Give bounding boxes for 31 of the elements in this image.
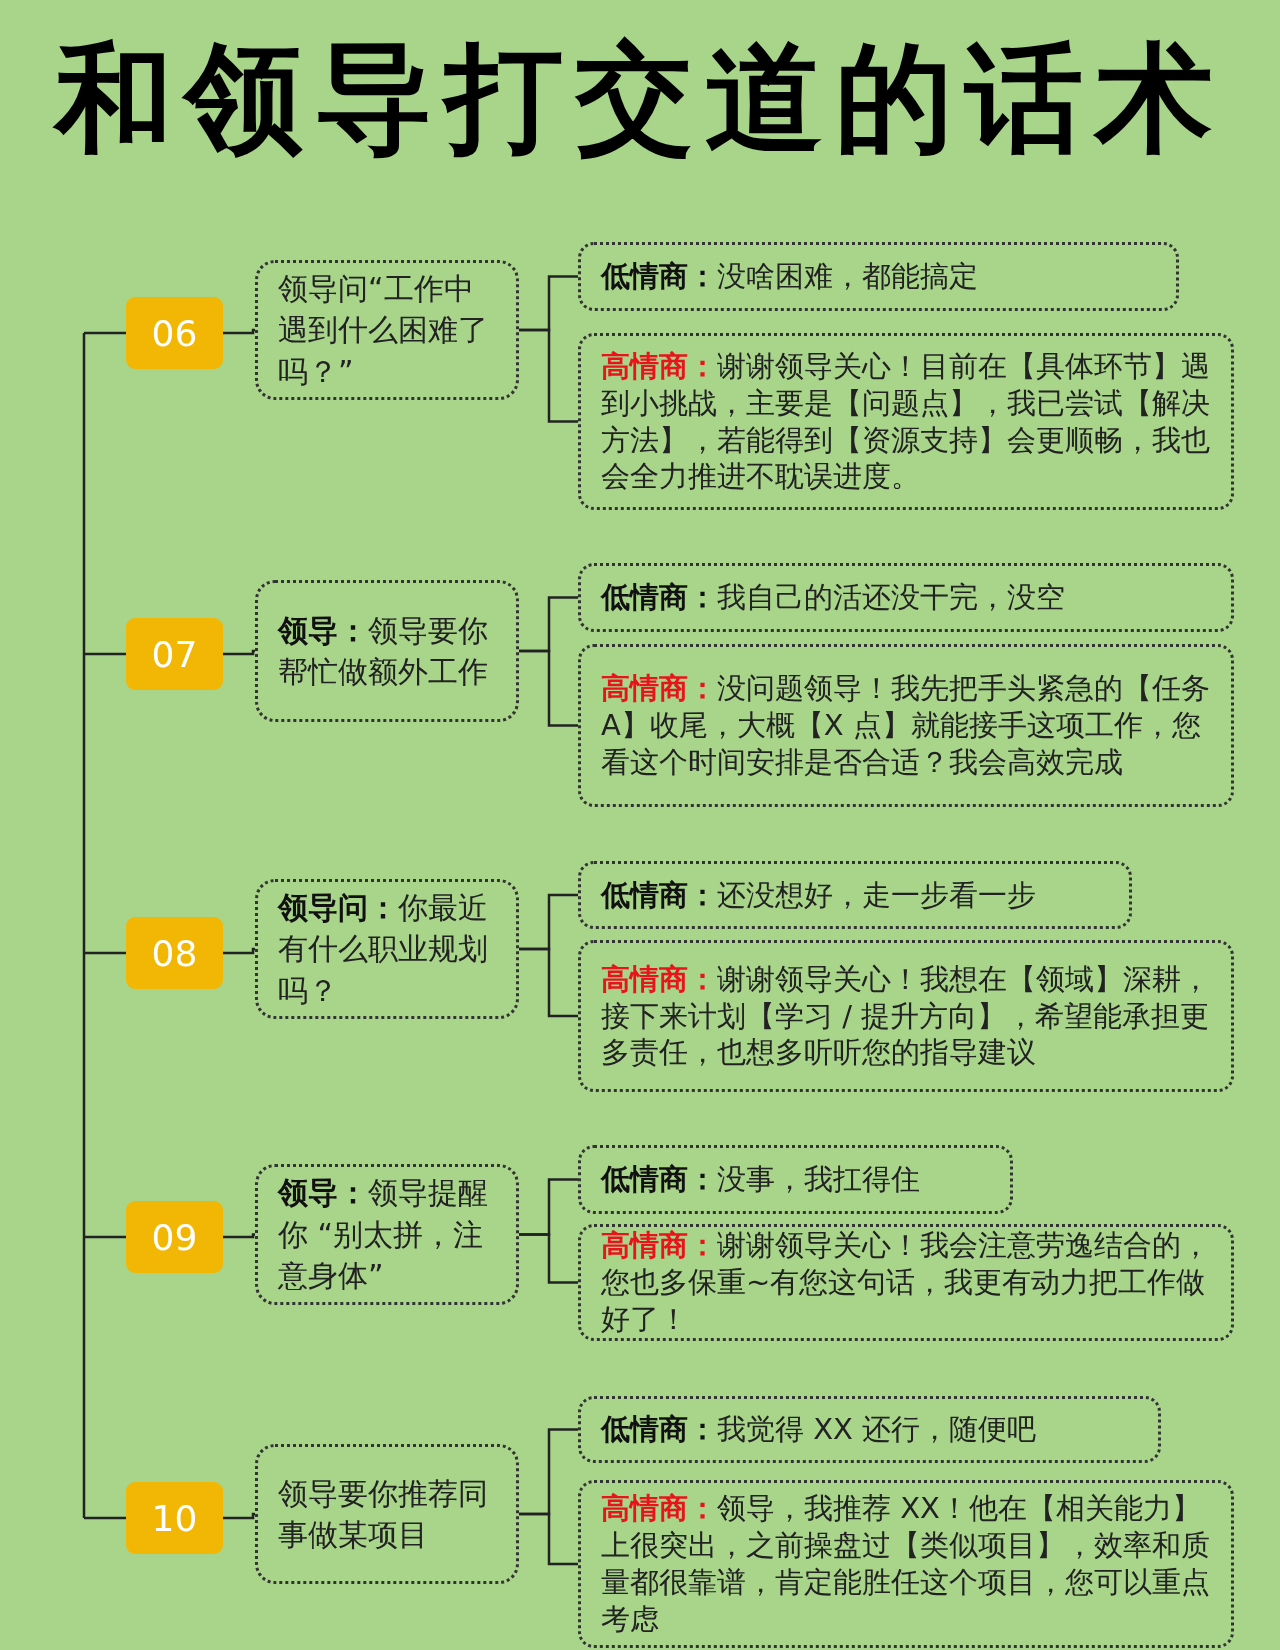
answer-box: 高情商：领导，我推荐 XX！他在【相关能力】上很突出，之前操盘过【类似项目】，效率和质量都很靠谱，肯定能胜任这个项目，您可以重点考虑: [578, 1480, 1234, 1648]
answer-box: 高情商：谢谢领导关心！我想在【领域】深耕，接下来计划【学习 / 提升方向】，希望能承担更多责任，也想多听听您的指导建议: [578, 940, 1234, 1092]
connector-line: [519, 1512, 578, 1566]
connector-line: [519, 649, 578, 727]
answer-box: 低情商：我自己的活还没干完，没空: [578, 563, 1234, 632]
connector-line: [223, 1512, 256, 1520]
connector-line: [223, 328, 256, 335]
connector-line: [519, 328, 578, 423]
answer-box: 高情商：谢谢领导关心！我会注意劳逸结合的，您也多保重~有您这句话，我更有动力把工作做好了！: [578, 1224, 1234, 1341]
question-box: 领导：领导提醒你 “别太拼，注意身体”: [255, 1164, 519, 1305]
answer-box: 低情商：还没想好，走一步看一步: [578, 861, 1132, 929]
number-badge: 10: [126, 1482, 223, 1554]
connector-line: [519, 1233, 578, 1284]
connector-line: [223, 649, 256, 656]
question-box: 领导问“工作中遇到什么困难了吗？”: [255, 260, 519, 400]
title: 和领导打交道的话术: [0, 28, 1280, 170]
question-box: 领导问：你最近有什么职业规划吗？: [255, 879, 519, 1019]
answer-box: 低情商：没事，我扛得住: [578, 1145, 1013, 1214]
question-box: 领导：领导要你帮忙做额外工作: [255, 580, 519, 722]
question-box: 领导要你推荐同事做某项目: [255, 1444, 519, 1584]
answer-box: 低情商：我觉得 XX 还行，随便吧: [578, 1396, 1161, 1463]
number-badge: 06: [126, 297, 223, 369]
number-badge: 09: [126, 1201, 223, 1273]
connector-line: [223, 1233, 256, 1239]
answer-box: 高情商：谢谢领导关心！目前在【具体环节】遇到小挑战，主要是【问题点】，我已尝试【解决方法】，若能得到【资源支持】会更顺畅，我也会全力推进不耽误进度。: [578, 333, 1234, 510]
answer-box: 高情商：没问题领导！我先把手头紧急的【任务 A】收尾，大概【X 点】就能接手这项工作，您看这个时间安排是否合适？我会高效完成: [578, 644, 1234, 807]
connector-line: [223, 947, 256, 955]
number-badge: 07: [126, 618, 223, 690]
number-badge: 08: [126, 917, 223, 989]
answer-box: 低情商：没啥困难，都能搞定: [578, 242, 1179, 311]
connector-line: [519, 947, 578, 1018]
